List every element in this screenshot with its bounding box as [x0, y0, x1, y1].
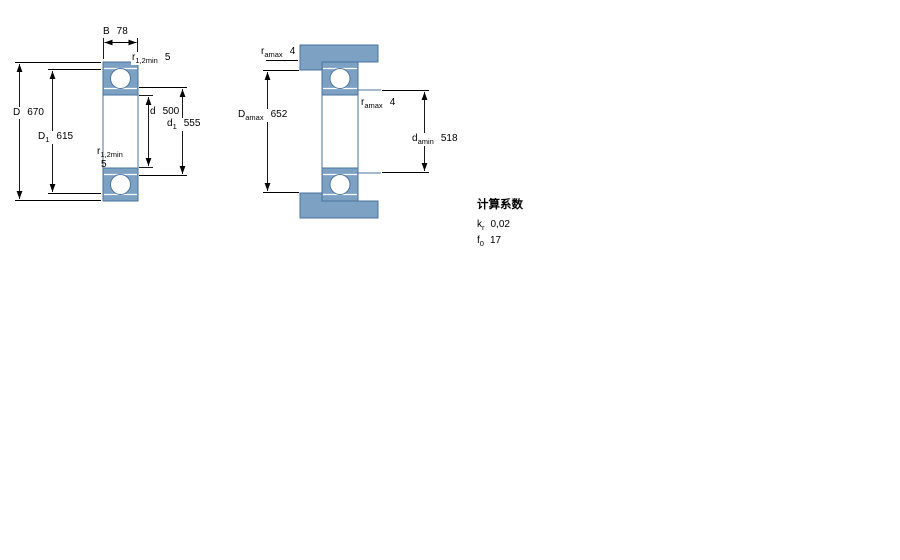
dim-value: 670	[27, 107, 44, 118]
dim-ra-top: ramax 4	[261, 46, 295, 59]
dim-bore-d: d 500	[149, 106, 181, 118]
dim-symbol: d	[150, 106, 156, 117]
bearing-ring-sections	[102, 61, 139, 202]
dim-subscript: amax	[364, 101, 383, 110]
dim-symbol: d	[412, 133, 418, 144]
dim-subscript: amax	[245, 113, 264, 122]
dim-subscript: 1	[45, 135, 50, 144]
dim-symbol: D	[238, 109, 246, 120]
factor-value: 0,02	[490, 219, 510, 230]
factor-f0: f0 17	[477, 235, 523, 248]
dim-d1: d1 555	[166, 118, 202, 131]
dim-value: 4	[389, 97, 396, 108]
mounting-view	[299, 44, 381, 219]
dim-symbol: D	[38, 131, 46, 142]
dim-Da-max: Damax 652	[237, 109, 289, 122]
dim-subscript: amin	[417, 137, 434, 146]
dim-symbol: B	[103, 26, 110, 37]
dim-da-min: damin 518	[411, 133, 459, 146]
factor-kr: kr 0,02	[477, 219, 523, 232]
ball-top-icon	[110, 68, 131, 89]
calculation-factors: 计算系数 kr 0,02 f0 17	[477, 196, 523, 247]
dimension-lines	[15, 38, 429, 201]
dim-value: 4	[289, 46, 296, 57]
dim-outer-diameter-D: D 670	[12, 107, 45, 119]
bearing-outline	[102, 61, 139, 202]
dim-symbol: r	[132, 52, 136, 63]
dim-value: 518	[440, 133, 458, 144]
factor-subscript: 0	[479, 238, 484, 248]
dim-value: 652	[270, 109, 288, 120]
dim-subscript: 1,2min	[100, 150, 123, 159]
dim-value: 555	[183, 118, 201, 129]
dim-r12-top: r1,2min 5	[131, 52, 172, 65]
dim-symbol-row: r1,2min	[97, 146, 123, 159]
shaft-shoulder-lines	[358, 89, 381, 174]
ball-top-right-icon	[329, 68, 351, 89]
factor-value: 17	[489, 234, 502, 246]
dim-subscript: amax	[264, 50, 283, 59]
dim-value: 5	[101, 158, 107, 170]
dim-value: 615	[56, 131, 74, 142]
dim-value: 5	[164, 52, 171, 63]
ball-bottom-right-icon	[329, 174, 351, 195]
dim-D1: D1 615	[37, 131, 75, 144]
factor-symbol: k	[477, 219, 482, 230]
dim-width-B: B 78	[103, 26, 128, 38]
factors-title: 计算系数	[477, 199, 523, 211]
bearing-outline-right	[321, 61, 359, 202]
dim-subscript: 1,2min	[135, 56, 158, 65]
dim-symbol: r	[361, 97, 365, 108]
ball-bottom-icon	[110, 174, 131, 195]
dim-ra-mid: ramax 4	[360, 97, 397, 110]
dim-symbol: r	[261, 46, 265, 57]
dim-value: 500	[162, 106, 180, 117]
dim-value: 78	[116, 26, 128, 37]
factor-symbol: f	[477, 234, 480, 246]
dim-symbol: D	[13, 107, 21, 118]
factor-subscript: r	[482, 223, 485, 232]
dim-r12-bottom: r1,2min 5	[97, 146, 123, 171]
cross-section-view	[102, 61, 139, 202]
dim-symbol: r	[97, 146, 101, 157]
dim-symbol: d	[167, 118, 173, 129]
dim-subscript: 1	[172, 122, 177, 131]
